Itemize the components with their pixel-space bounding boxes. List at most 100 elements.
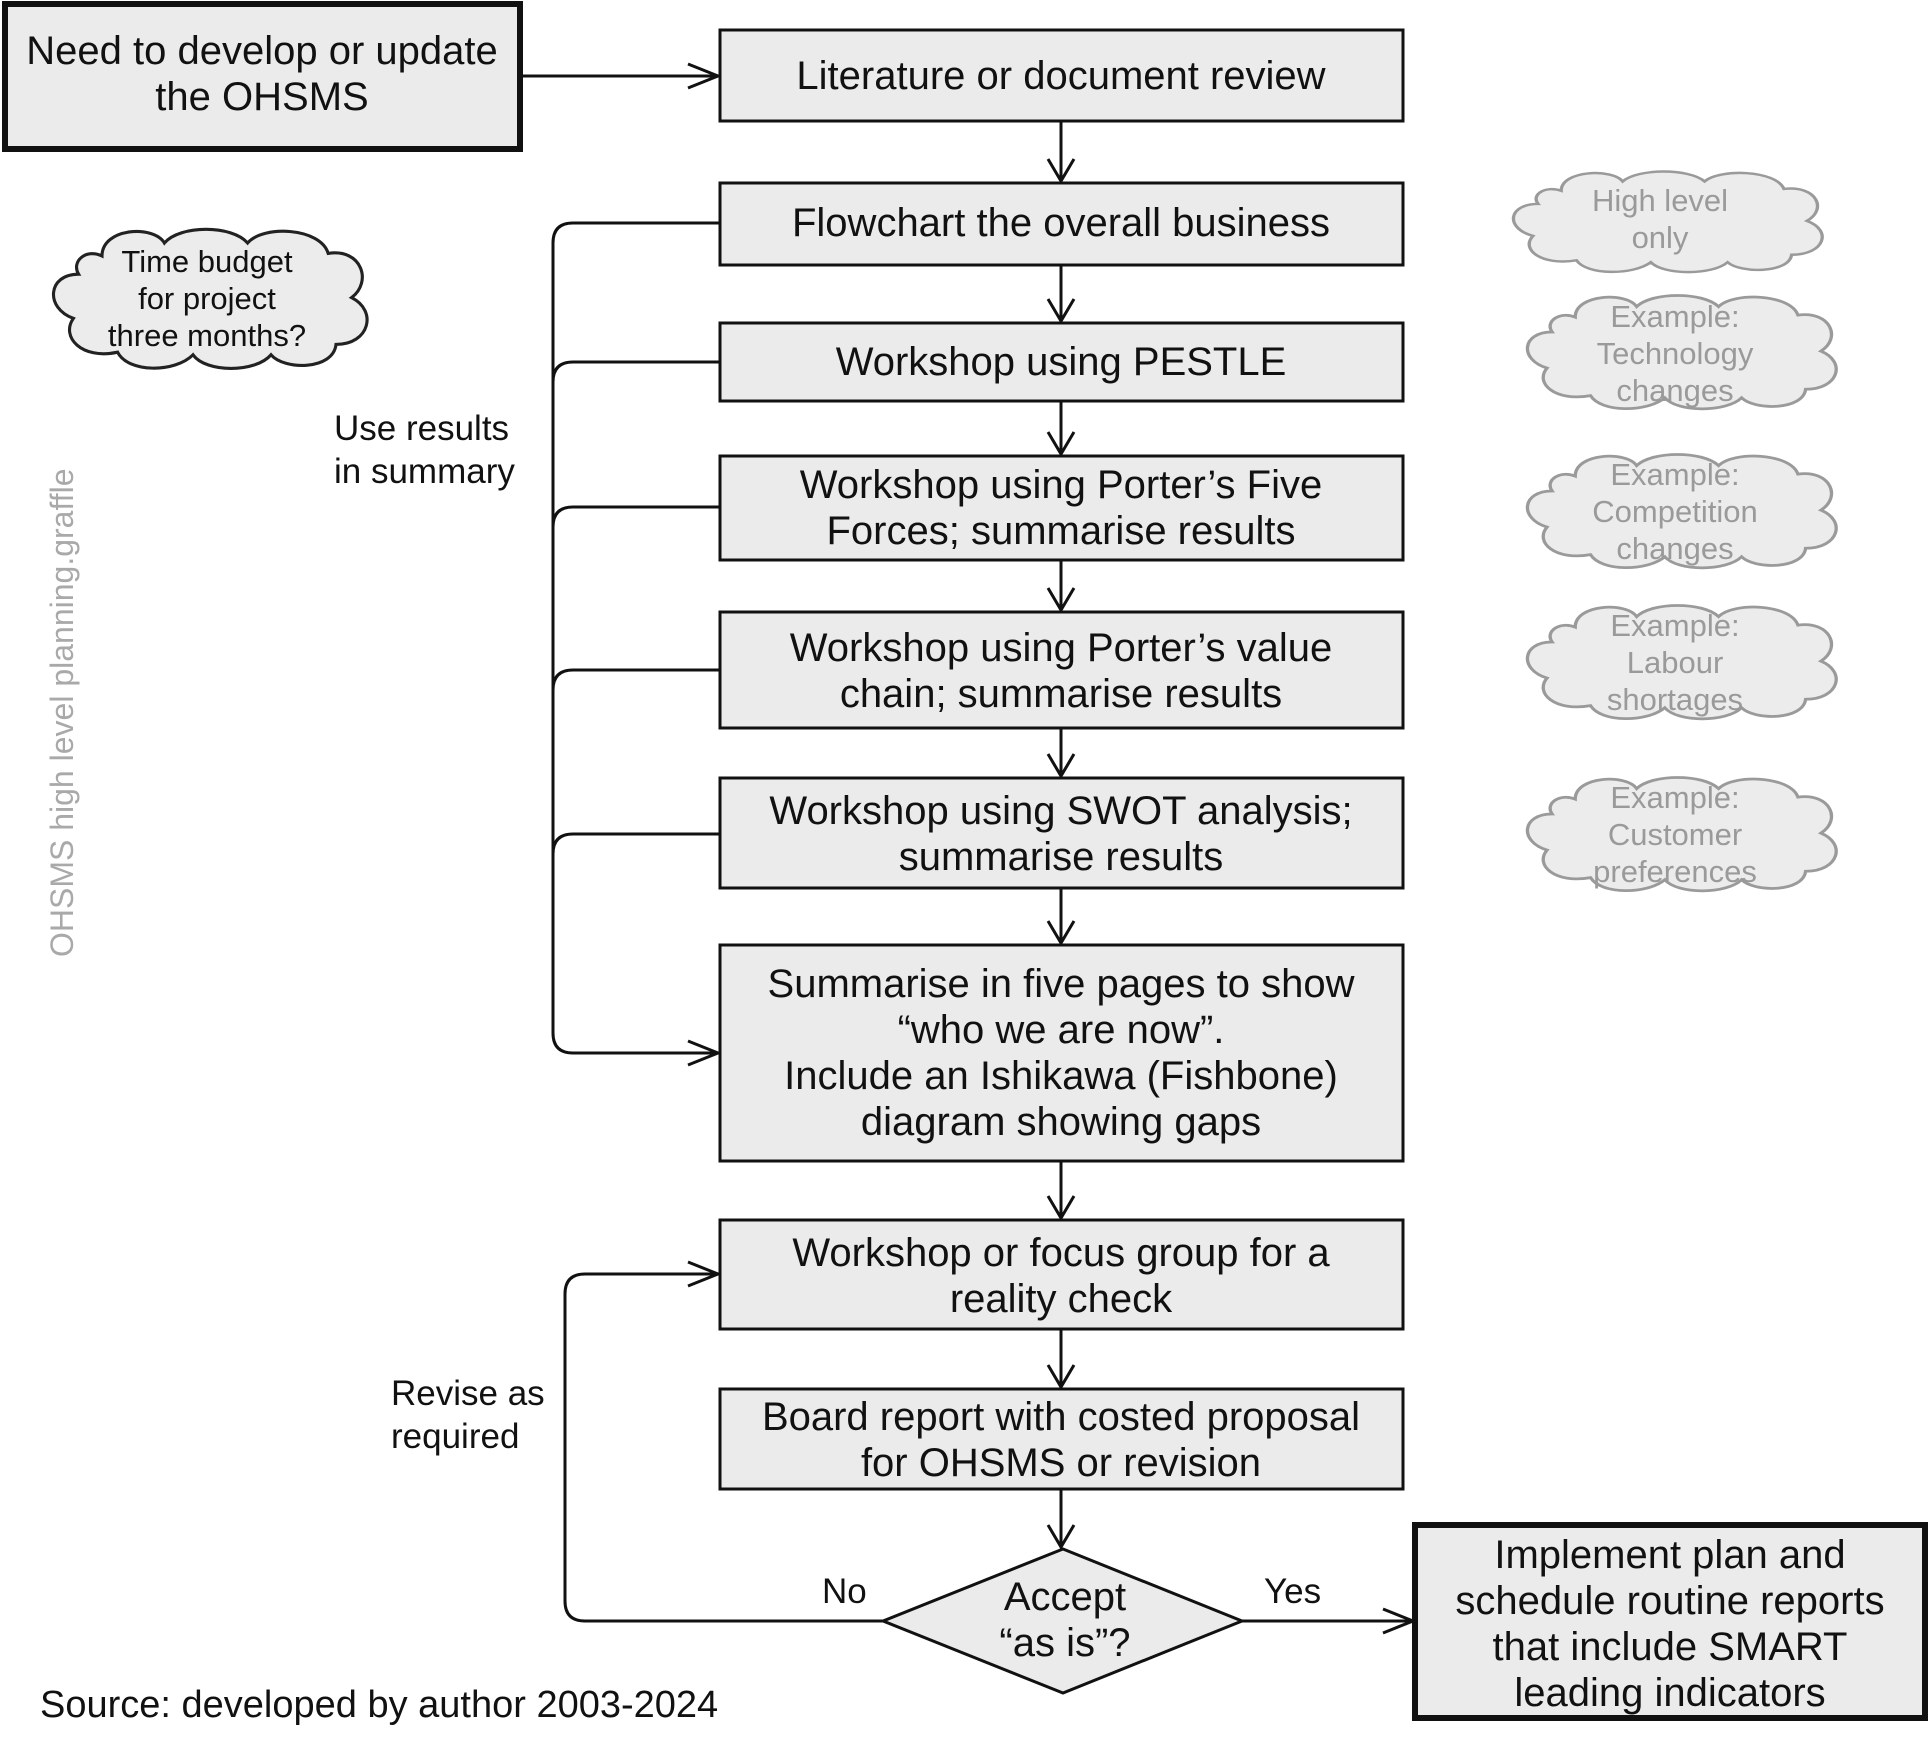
arrow-flowchart-to-pestle-head	[1046, 298, 1076, 324]
text-line: Labour	[1627, 645, 1724, 680]
text-line: Customer	[1608, 817, 1742, 852]
connectors	[520, 62, 1418, 1635]
text-line: “who we are now”.	[898, 1008, 1225, 1052]
use-results-branch-4	[551, 832, 720, 855]
literature-review-box-text: Literature or document review	[796, 54, 1325, 98]
text-line: Workshop using Porter’s value	[790, 626, 1333, 670]
arrow-value-chain-to-swot-head	[1046, 753, 1076, 779]
text-line: reality check	[950, 1277, 1173, 1321]
pestle-workshop-box-frame	[718, 321, 1405, 403]
text-line: Forces; summarise results	[827, 509, 1296, 553]
use-results-bracket-head	[687, 1039, 723, 1067]
text-line: changes	[1616, 531, 1733, 566]
text-line: for OHSMS or revision	[861, 1441, 1261, 1485]
source-caption: Source: developed by author 2003-2024	[40, 1684, 718, 1726]
text-line: Technology	[1597, 336, 1754, 371]
filename-label: OHSMS high level planning.graffle	[44, 468, 80, 957]
text-line: Workshop using Porter’s Five	[800, 463, 1322, 507]
summarise-box-frame	[718, 943, 1405, 1163]
arrow-board-to-decision-head	[1046, 1524, 1076, 1550]
summarise-box: Summarise in five pages to show“who we a…	[718, 943, 1405, 1163]
accept-decision-diamond: Accept“as is”?	[878, 1547, 1247, 1695]
board-report-box-frame	[718, 1387, 1405, 1491]
literature-review-box: Literature or document review	[718, 28, 1405, 123]
text-line: “as is”?	[999, 1621, 1130, 1665]
text-line: required	[391, 1417, 519, 1456]
flowchart-business-box-text: Flowchart the overall business	[792, 201, 1330, 245]
text-line: changes	[1616, 373, 1733, 408]
text-line: Need to develop or update	[26, 29, 497, 73]
text-line: three months?	[108, 318, 306, 353]
text-line: High level	[1592, 183, 1728, 218]
text-line: Example:	[1610, 299, 1739, 334]
swot-workshop-box-text: Workshop using SWOT analysis;summarise r…	[769, 789, 1352, 879]
text-line: Competition	[1592, 494, 1757, 529]
text-line: Flowchart the overall business	[792, 201, 1330, 245]
arrow-summarise-to-reality-head	[1046, 1195, 1076, 1221]
text-line: chain; summarise results	[840, 672, 1282, 716]
text-line: Accept	[1004, 1575, 1126, 1619]
reality-check-box-frame	[718, 1218, 1405, 1331]
text-line: Revise as	[391, 1374, 545, 1413]
arrow-five-forces-to-value-chain-head	[1046, 587, 1076, 613]
use-results-branch-1	[551, 360, 720, 383]
text-line: for project	[138, 281, 276, 316]
text-line: the OHSMS	[155, 75, 368, 119]
arrow-literature-to-flowchart-head	[1046, 158, 1076, 184]
use-results-branch-3	[551, 668, 720, 691]
literature-review-box-frame	[718, 28, 1405, 123]
yes-label: Yes	[1264, 1572, 1321, 1611]
accept-decision-shape	[878, 1547, 1247, 1695]
text-line: Workshop using PESTLE	[836, 340, 1287, 384]
no-label: No	[822, 1572, 867, 1611]
flowchart-business-box-frame	[718, 181, 1405, 267]
text-line: that include SMART	[1493, 1625, 1848, 1669]
arrow-reality-to-board-head	[1046, 1364, 1076, 1390]
text-line: Literature or document review	[796, 54, 1325, 98]
text-line: Workshop or focus group for a	[792, 1231, 1330, 1275]
text-line: preferences	[1593, 854, 1757, 889]
text-line: schedule routine reports	[1455, 1579, 1884, 1623]
arrow-pestle-to-five-forces-head	[1046, 431, 1076, 457]
text-line: summarise results	[899, 835, 1224, 879]
arrow-start-to-literature-head	[687, 62, 723, 90]
text-line: leading indicators	[1514, 1671, 1825, 1715]
text-line: Implement plan and	[1494, 1533, 1845, 1577]
text-line: Example:	[1610, 457, 1739, 492]
revise-loop	[563, 1272, 883, 1623]
text-line: in summary	[334, 452, 515, 491]
swot-workshop-box-frame	[718, 776, 1405, 890]
arrow-swot-to-summarise-head	[1046, 920, 1076, 946]
text-line: shortages	[1607, 682, 1743, 717]
start-box-frame	[2, 1, 523, 152]
text-line: diagram showing gaps	[861, 1100, 1261, 1144]
implement-plan-box-frame	[1412, 1522, 1928, 1721]
text-line: Board report with costed proposal	[762, 1395, 1360, 1439]
text-line: only	[1632, 220, 1689, 255]
pestle-workshop-box-text: Workshop using PESTLE	[836, 340, 1287, 384]
text-line: Time budget	[121, 244, 293, 279]
text-line: Example:	[1610, 608, 1739, 643]
use-results-branch-2	[551, 505, 720, 528]
five-forces-workshop-box-frame	[718, 454, 1405, 562]
revise-label: Revise as required	[391, 1374, 545, 1456]
text-line: Workshop using SWOT analysis;	[769, 789, 1352, 833]
text-line: Example:	[1610, 780, 1739, 815]
